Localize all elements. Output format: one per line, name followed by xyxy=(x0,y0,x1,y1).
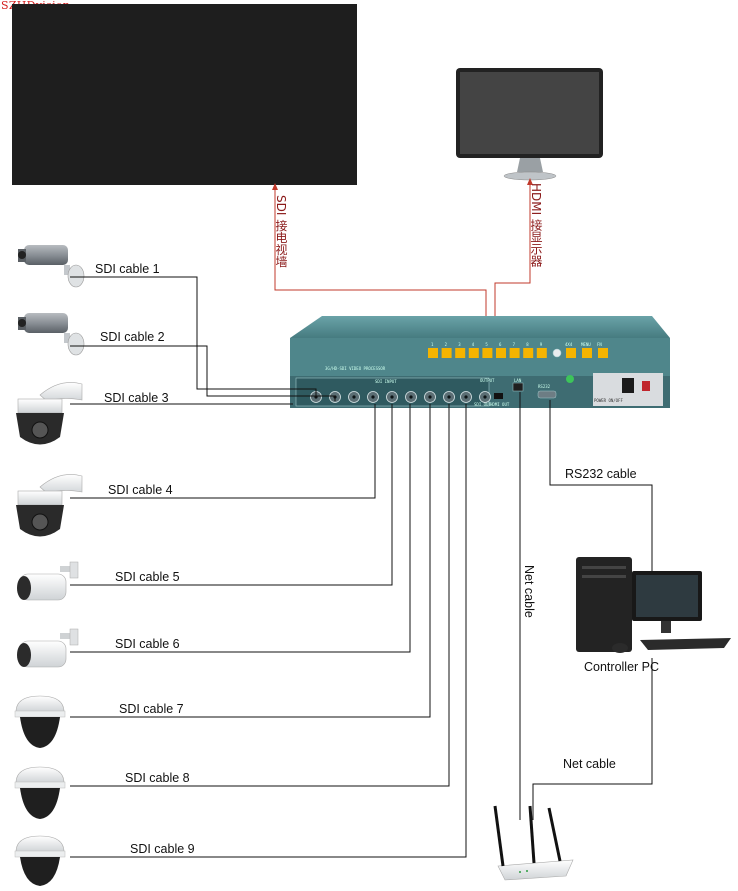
connector-pin xyxy=(371,395,375,399)
processor-button-number: 2 xyxy=(445,342,448,347)
processor-button-number: 1 xyxy=(431,342,434,347)
bullet-camera-1 xyxy=(18,245,85,288)
controller-pc-label: Controller PC xyxy=(584,660,659,674)
connector-pin xyxy=(352,395,356,399)
processor-button-number: 4 xyxy=(472,342,475,347)
router xyxy=(493,805,574,881)
rs232-cable-label: RS232 cable xyxy=(565,467,637,481)
processor-button xyxy=(523,348,534,358)
connector-pin xyxy=(447,395,451,399)
sdi-cable-5-label: SDI cable 5 xyxy=(115,570,180,584)
ptz-dome-camera-4 xyxy=(16,474,83,537)
processor-button xyxy=(441,348,452,358)
bullet-camera-2 xyxy=(18,313,85,356)
video-wall xyxy=(12,4,357,185)
processor-bnc-inputs xyxy=(310,391,491,403)
processor-button xyxy=(468,348,479,358)
processor-power-label: POWER ON/OFF xyxy=(594,398,623,403)
monitor xyxy=(456,68,603,181)
processor-sdi-out-label: SDI OUT xyxy=(474,402,491,407)
white-bullet-camera-5 xyxy=(17,561,79,601)
connector-pin xyxy=(428,395,432,399)
sdi-cable-9-label: SDI cable 9 xyxy=(130,842,195,856)
sdi-cable-4-label: SDI cable 4 xyxy=(108,483,173,497)
connector-pin xyxy=(390,395,394,399)
sdi-cable-8-label: SDI cable 8 xyxy=(125,771,190,785)
sdi-cable-1-label: SDI cable 1 xyxy=(95,262,160,276)
processor-button-number: 5 xyxy=(485,342,488,347)
control-wires xyxy=(519,392,653,820)
processor-button xyxy=(496,348,506,358)
processor-output-label: OUTPUT xyxy=(480,378,495,383)
sdi-cable-6-label: SDI cable 6 xyxy=(115,637,180,651)
processor-mode-button xyxy=(566,348,576,358)
processor-button-number: 8 xyxy=(526,342,529,347)
processor-panel-title: 3G/HD-SDI VIDEO PROCESSOR xyxy=(325,366,386,371)
processor-lan-label: LAN xyxy=(514,378,522,383)
sdi-cable-wires xyxy=(70,276,467,858)
video-processor xyxy=(290,316,670,408)
sdi-cable-3-label: SDI cable 3 xyxy=(104,391,169,405)
processor-mode-label: FN xyxy=(597,342,602,347)
tv-wall-output-label: SDI 接电视墙 xyxy=(274,195,288,268)
net-cable-pc-label: Net cable xyxy=(563,757,616,771)
connector-pin xyxy=(409,395,413,399)
processor-rs232-label: RS232 xyxy=(538,384,551,389)
dome-camera-7 xyxy=(14,695,66,748)
dome-camera-8 xyxy=(14,766,66,819)
net-cable-vertical-label: Net cable xyxy=(522,565,536,618)
processor-button-row: 1 2 3 4 5 6 7 8 9 4X4 MENU FN xyxy=(428,342,608,358)
processor-button xyxy=(428,348,438,358)
white-bullet-camera-6 xyxy=(17,628,79,668)
processor-button xyxy=(536,348,547,358)
ptz-dome-camera-3 xyxy=(16,382,83,445)
sdi-cable-7-label: SDI cable 7 xyxy=(119,702,184,716)
controller-pc xyxy=(576,557,731,653)
processor-button-number: 7 xyxy=(513,342,516,347)
processor-knob xyxy=(552,348,562,358)
sdi-cable-2-label: SDI cable 2 xyxy=(100,330,165,344)
monitor-output-label: HDMI 接显示器 xyxy=(529,183,543,268)
processor-button xyxy=(509,348,520,358)
processor-mode-button xyxy=(582,348,592,358)
processor-button-number: 9 xyxy=(540,342,543,347)
processor-button-number: 6 xyxy=(499,342,502,347)
processor-hdmi-out-label: HDMI OUT xyxy=(490,402,510,407)
processor-button xyxy=(455,348,466,358)
processor-mode-label: 4X4 xyxy=(565,342,573,347)
dome-camera-9 xyxy=(14,835,66,886)
processor-button-number: 3 xyxy=(458,342,461,347)
processor-input-label: SDI INPUT xyxy=(375,379,397,384)
connector-pin xyxy=(483,395,487,399)
cameras xyxy=(14,245,85,886)
processor-mode-label: MENU xyxy=(581,342,591,347)
connector-pin xyxy=(464,395,468,399)
processor-button xyxy=(482,348,493,358)
processor-mode-button xyxy=(598,348,608,358)
